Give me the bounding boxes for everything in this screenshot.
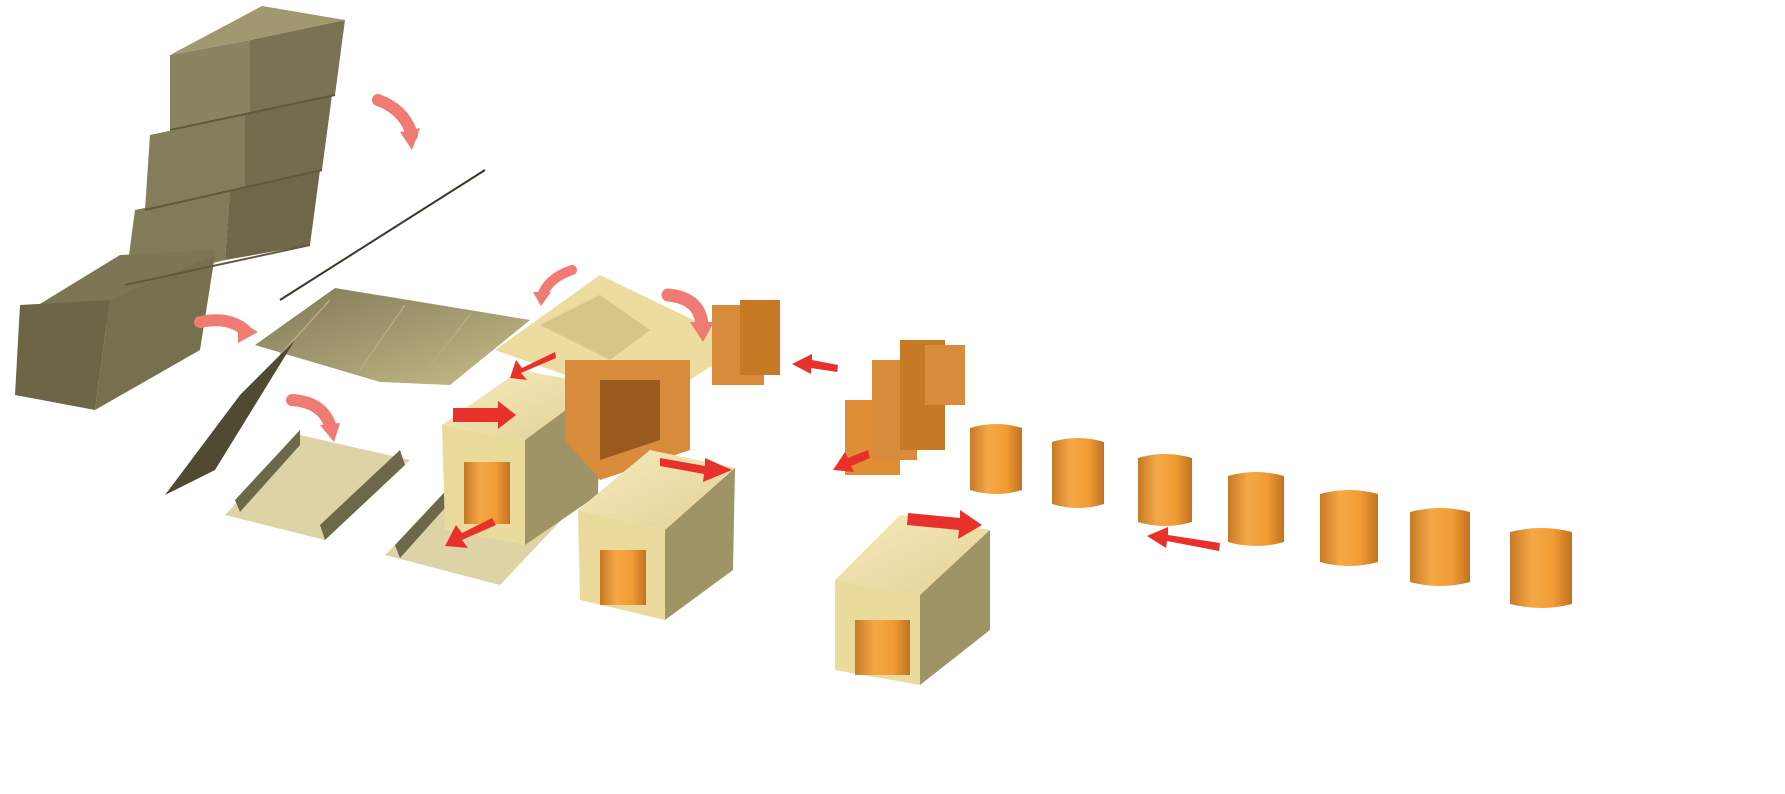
curved-arrow-4-head [533,292,551,306]
cylinder-product-7 [1510,528,1572,608]
support-1b [740,300,780,375]
cylinder-product-6 [1410,508,1470,586]
box3-product [855,620,910,675]
support-2d [925,345,965,405]
cylinder-product-1 [970,424,1022,494]
curved-arrow-1-head [400,128,420,150]
flat-blank [255,288,530,385]
arrow-8 [1147,527,1220,551]
stack-block-4-front [15,300,110,410]
product-stream [970,424,1572,608]
arrow-5 [792,354,838,374]
curved-arrow-3 [292,400,330,425]
box1-product [464,462,510,524]
curved-arrow-1 [378,100,412,135]
curved-arrow-2-head [238,320,258,343]
curved-arrow-3-head [320,423,340,442]
box2-product [600,550,646,605]
support-stack-1 [712,300,780,385]
cylinder-product-3 [1138,454,1192,526]
cylinder-product-2 [1052,438,1104,508]
closed-box-2 [835,515,990,685]
cylinder-product-4 [1228,472,1284,546]
cylinder-product-5 [1320,490,1378,566]
open-tray [225,430,410,540]
